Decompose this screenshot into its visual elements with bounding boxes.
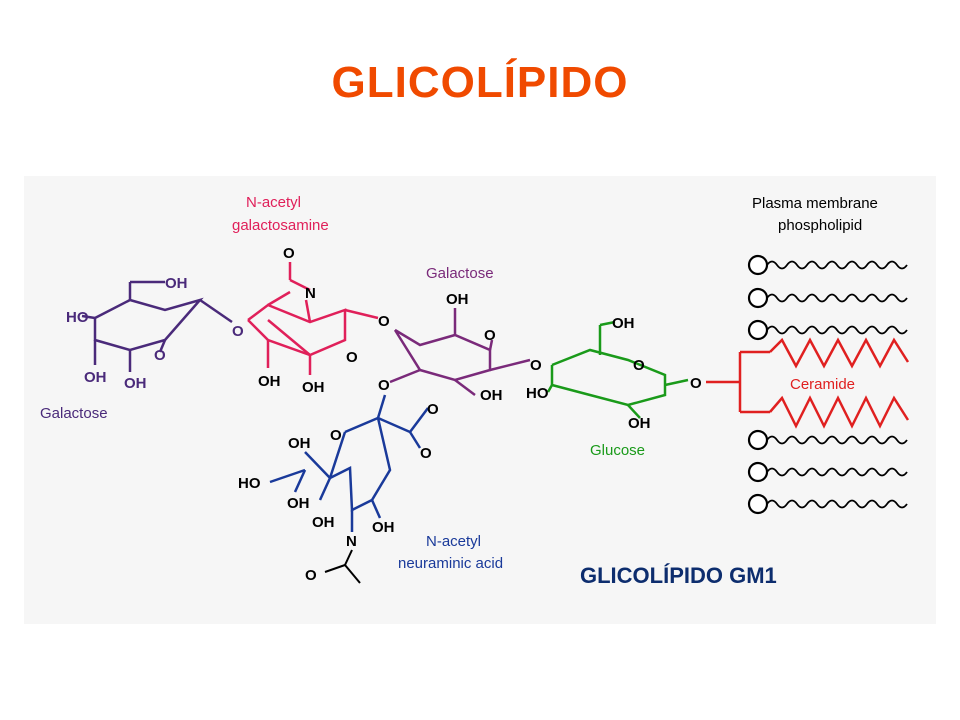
phospholipid-head	[747, 429, 769, 451]
gal2-oh-top: OH	[446, 291, 469, 308]
phospholipid-head	[747, 254, 769, 276]
glc-ring-o: O	[633, 357, 645, 374]
nana-carboxyl-o2: O	[420, 445, 432, 462]
label-galactose-left: Galactose	[40, 405, 108, 422]
phospholipid-tail	[766, 260, 908, 270]
glc-glycosidic-o: O	[690, 375, 702, 392]
galnac-oh-left: OH	[258, 373, 281, 390]
gal2-ring-o: O	[484, 327, 496, 344]
label-membrane-1: Plasma membrane	[752, 195, 878, 212]
gal1-glycosidic-o: O	[232, 323, 244, 340]
phospholipid-head	[747, 493, 769, 515]
glucose-ring	[546, 320, 689, 419]
galactose-terminal-ring	[81, 280, 233, 372]
nana-oh-right: OH	[372, 519, 395, 536]
label-ceramide: Ceramide	[790, 376, 855, 393]
label-nana-2: neuraminic acid	[398, 555, 503, 572]
phospholipid-tail	[766, 435, 908, 445]
label-nana-1: N-acetyl	[426, 533, 481, 550]
phospholipid-tail	[766, 325, 908, 335]
gal1-ring-o: O	[154, 347, 166, 364]
neuraminic-acid-ring	[269, 394, 429, 532]
label-galactose-mid: Galactose	[426, 265, 494, 282]
nana-oh-bottom-left: OH	[287, 495, 310, 512]
gal1-ho-left: HO	[66, 309, 89, 326]
nana-acetyl-o: O	[305, 567, 317, 584]
gal1-oh-bottom-left: OH	[84, 369, 107, 386]
nana-oh-bottom: OH	[312, 514, 335, 531]
gal1-oh-bottom: OH	[124, 375, 147, 392]
galactose-mid-ring	[389, 308, 531, 396]
gal2-glycosidic-o-right: O	[530, 357, 542, 374]
phospholipid-head	[747, 287, 769, 309]
nana-n: N	[346, 533, 357, 550]
phospholipid-tail	[766, 467, 908, 477]
gal2-oh-bottom: OH	[480, 387, 503, 404]
galnac-carbonyl-o: O	[283, 245, 295, 262]
glc-oh-top: OH	[612, 315, 635, 332]
galnac-ring-o: O	[346, 349, 358, 366]
gal2-glycosidic-o-down: O	[378, 377, 390, 394]
nana-ring-o: O	[330, 427, 342, 444]
nana-acetyl-group	[324, 549, 361, 584]
ceramide-anchor	[706, 337, 910, 429]
phospholipid-head	[747, 319, 769, 341]
galnac-oh-right: OH	[302, 379, 325, 396]
glc-oh-bottom: OH	[628, 415, 651, 432]
slide-title: GLICOLÍPIDO	[331, 58, 629, 107]
galnac-glycosidic-o: O	[378, 313, 390, 330]
gal1-oh-top: OH	[165, 275, 188, 292]
label-nacetyl-1: N-acetyl	[246, 194, 301, 211]
label-galactosamine: galactosamine	[232, 217, 329, 234]
nana-carboxyl-o1: O	[427, 401, 439, 418]
phospholipid-tail	[766, 293, 908, 303]
label-membrane-2: phospholipid	[778, 217, 862, 234]
nana-oh-top: OH	[288, 435, 311, 452]
figure-caption: GLICOLÍPIDO GM1	[580, 563, 777, 588]
phospholipid-stack	[747, 254, 908, 515]
glc-ho-left: HO	[526, 385, 549, 402]
phospholipid-tail	[766, 499, 908, 509]
label-glucose: Glucose	[590, 442, 645, 459]
galnac-n: N	[305, 285, 316, 302]
nacetylgalactosamine-ring	[247, 262, 379, 375]
phospholipid-head	[747, 461, 769, 483]
nana-ho-left: HO	[238, 475, 261, 492]
